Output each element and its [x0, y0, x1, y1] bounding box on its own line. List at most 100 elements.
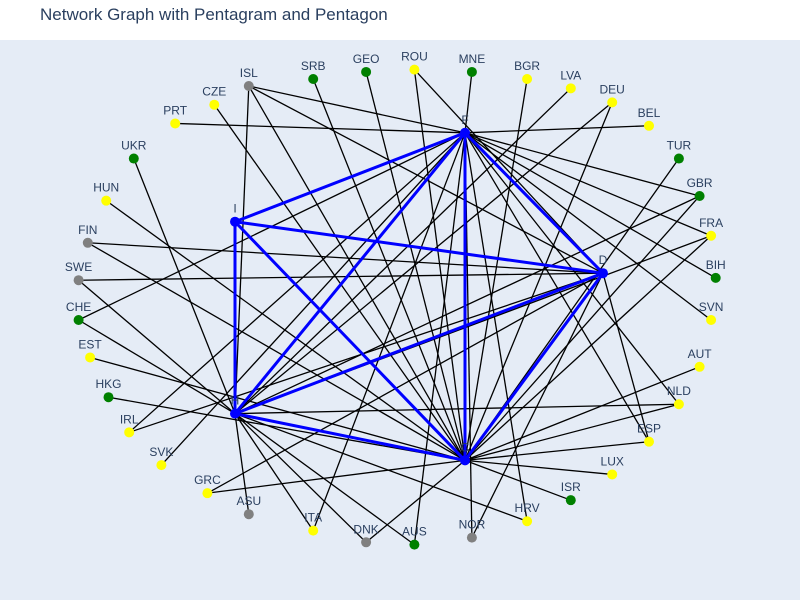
edge-ITA-H — [234, 413, 314, 531]
edge-GBR-C — [464, 195, 701, 461]
node-label-FIN: FIN — [78, 223, 97, 237]
edge-DNK-C — [365, 459, 466, 543]
edge-SWE-D — [78, 272, 604, 281]
edge-AUS-F — [413, 132, 466, 545]
node-BIH[interactable] — [710, 272, 721, 283]
plot-background — [0, 40, 800, 600]
edge-DEU-C — [464, 102, 613, 461]
node-GRC[interactable] — [202, 488, 213, 499]
edge-HUN-C — [105, 200, 466, 461]
node-label-FRA: FRA — [699, 216, 723, 230]
node-label-D: D — [599, 253, 608, 267]
edge-AUT-C — [464, 366, 700, 462]
edge-BIH-F — [464, 132, 717, 279]
node-AUS[interactable] — [409, 539, 420, 550]
edge-HKG-C — [108, 396, 466, 462]
edge-IRL-F — [128, 132, 466, 433]
pentagon-edge-F-D — [463, 131, 605, 275]
node-F[interactable] — [460, 127, 470, 138]
nodes-layer — [73, 64, 721, 550]
pentagram-edge-H-F — [233, 131, 467, 415]
node-SRB[interactable] — [308, 73, 319, 84]
node-label-BEL: BEL — [638, 106, 661, 120]
edge-IRL-D — [128, 272, 604, 433]
edge-FIN-D — [87, 242, 604, 274]
edge-ROU-C — [413, 69, 466, 461]
pentagon-edge-D-C — [463, 272, 605, 462]
node-ITA[interactable] — [308, 525, 319, 536]
node-label-H: H — [231, 394, 240, 408]
node-label-ISL: ISL — [240, 66, 258, 80]
pentagram-edge-D-H — [234, 271, 604, 416]
node-HUN[interactable] — [101, 195, 112, 206]
edge-FRA-F — [464, 132, 712, 237]
node-FRA[interactable] — [706, 230, 717, 241]
highlight-edges-layer — [233, 131, 605, 462]
node-MNE[interactable] — [466, 66, 477, 77]
node-HRV[interactable] — [522, 516, 533, 527]
node-DNK[interactable] — [361, 537, 372, 548]
node-label-CZE: CZE — [202, 85, 226, 99]
node-label-PRT: PRT — [163, 103, 187, 117]
node-label-NOR: NOR — [459, 518, 486, 532]
node-NOR[interactable] — [466, 532, 477, 543]
node-SVN[interactable] — [706, 315, 717, 325]
node-H[interactable] — [230, 408, 240, 419]
edge-CHE-H — [78, 319, 236, 415]
node-label-TUR: TUR — [667, 139, 692, 153]
node-GBR[interactable] — [694, 190, 705, 201]
edge-HRV-H — [234, 412, 528, 522]
node-label-ITA: ITA — [304, 511, 322, 525]
node-D[interactable] — [598, 268, 608, 279]
edge-SRB-C — [312, 78, 466, 461]
edge-FRA-C — [464, 235, 712, 461]
node-GEO[interactable] — [361, 66, 372, 77]
node-HKG[interactable] — [103, 392, 114, 403]
edge-NLD-C — [464, 403, 680, 462]
node-LVA[interactable] — [565, 83, 576, 94]
chart-title: Network Graph with Pentagram and Pentago… — [40, 5, 388, 24]
edge-ISL-H — [234, 85, 250, 414]
edge-ESP-D — [602, 273, 650, 442]
edge-SVN-F — [464, 132, 712, 321]
node-BEL[interactable] — [644, 120, 654, 131]
node-CZE[interactable] — [209, 99, 220, 110]
node-label-HUN: HUN — [93, 181, 119, 195]
node-ISL[interactable] — [243, 81, 254, 91]
node-NLD[interactable] — [673, 399, 684, 410]
node-SVK[interactable] — [156, 460, 167, 471]
node-I[interactable] — [230, 216, 240, 227]
node-BGR[interactable] — [522, 73, 533, 84]
node-AUT[interactable] — [694, 361, 705, 372]
node-label-I: I — [233, 202, 236, 216]
node-EST[interactable] — [85, 352, 96, 363]
edge-GRC-D — [207, 272, 604, 494]
node-label-ASU: ASU — [236, 494, 261, 508]
edge-ESP-C — [464, 441, 650, 462]
node-ISR[interactable] — [565, 495, 576, 506]
node-IRL[interactable] — [124, 427, 135, 438]
edge-GBR-F — [464, 132, 700, 197]
node-label-LVA: LVA — [560, 68, 581, 82]
edge-SWE-H — [78, 279, 236, 415]
node-FIN[interactable] — [82, 237, 93, 248]
node-UKR[interactable] — [128, 153, 139, 164]
node-ESP[interactable] — [644, 436, 654, 447]
node-label-DEU: DEU — [600, 82, 625, 96]
node-ROU[interactable] — [409, 64, 420, 75]
edge-BEL-F — [464, 125, 650, 134]
edge-MNE-F — [464, 71, 473, 133]
node-SWE[interactable] — [73, 275, 84, 286]
node-LUX[interactable] — [607, 469, 618, 480]
node-label-UKR: UKR — [121, 139, 147, 153]
node-ASU[interactable] — [243, 509, 254, 520]
node-CHE[interactable] — [73, 315, 84, 325]
node-TUR[interactable] — [673, 153, 684, 164]
edge-LUX-C — [464, 459, 613, 476]
node-PRT[interactable] — [170, 118, 181, 129]
node-DEU[interactable] — [607, 97, 618, 108]
node-C[interactable] — [460, 455, 470, 466]
edge-GEO-C — [365, 71, 466, 461]
